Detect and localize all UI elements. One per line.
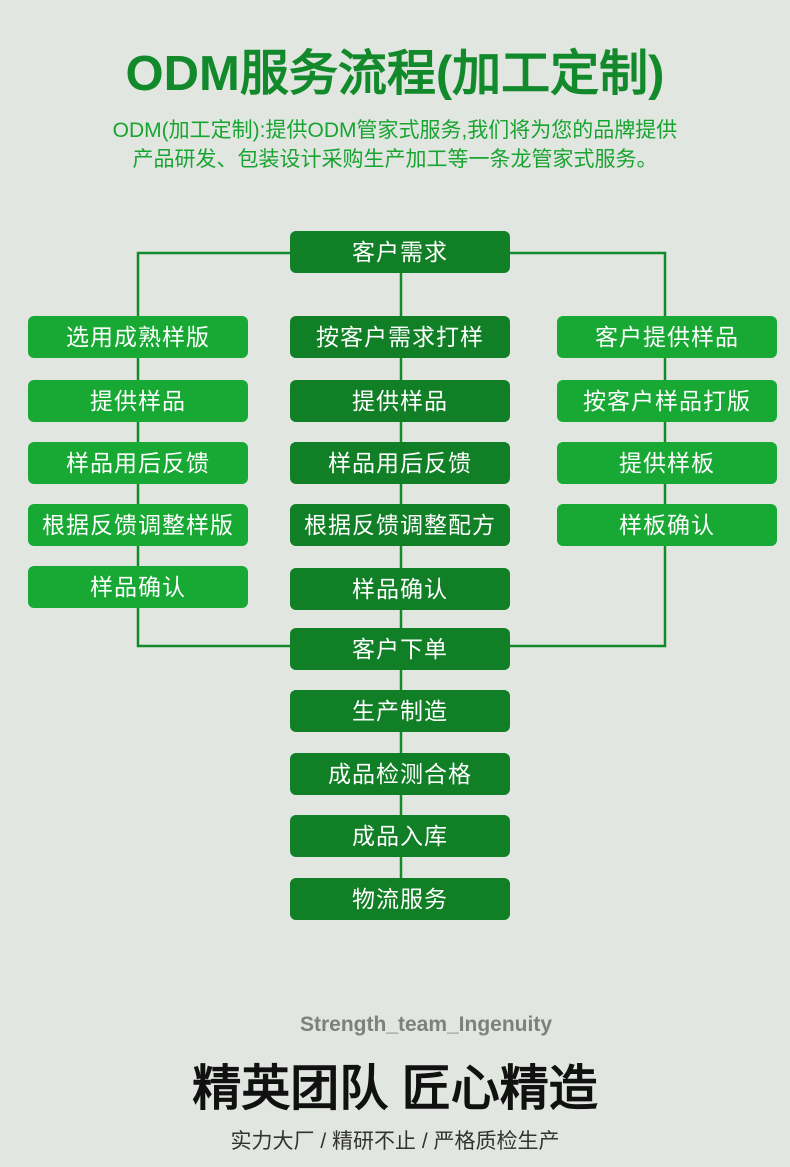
- page-subtitle: ODM(加工定制):提供ODM管家式服务,我们将为您的品牌提供 产品研发、包装设…: [0, 116, 790, 174]
- right-step-2: 按客户样品打版: [557, 380, 777, 422]
- page-title: ODM服务流程(加工定制): [125, 47, 665, 101]
- left-step-1: 选用成熟样版: [28, 316, 248, 358]
- flow-node-customer-demand: 客户需求: [290, 231, 510, 273]
- english-tagline: Strength_team_Ingenuity: [299, 1013, 553, 1036]
- right-step-4: 样板确认: [557, 504, 777, 546]
- middle-step-3: 样品用后反馈: [290, 442, 510, 484]
- middle-step-1: 按客户需求打样: [290, 316, 510, 358]
- left-step-4: 根据反馈调整样版: [28, 504, 248, 546]
- bottom-step-3: 成品检测合格: [290, 753, 510, 795]
- subtitle-line-1: ODM(加工定制):提供ODM管家式服务,我们将为您的品牌提供: [112, 119, 678, 142]
- bottom-step-2: 生产制造: [290, 690, 510, 732]
- middle-step-2: 提供样品: [290, 380, 510, 422]
- bottom-step-4: 成品入库: [290, 815, 510, 857]
- slogan: 精英团队 匠心精造: [192, 1062, 598, 1116]
- bottom-step-1: 客户下单: [290, 628, 510, 670]
- right-step-1: 客户提供样品: [557, 316, 777, 358]
- subtitle-line-2: 产品研发、包装设计采购生产加工等一条龙管家式服务。: [132, 148, 658, 171]
- left-step-3: 样品用后反馈: [28, 442, 248, 484]
- left-step-2: 提供样品: [28, 380, 248, 422]
- bottom-step-5: 物流服务: [290, 878, 510, 920]
- middle-step-5: 样品确认: [290, 568, 510, 610]
- middle-step-4: 根据反馈调整配方: [290, 504, 510, 546]
- right-step-3: 提供样板: [557, 442, 777, 484]
- footer-tagline: 实力大厂 / 精研不止 / 严格质检生产: [230, 1130, 560, 1153]
- left-step-5: 样品确认: [28, 566, 248, 608]
